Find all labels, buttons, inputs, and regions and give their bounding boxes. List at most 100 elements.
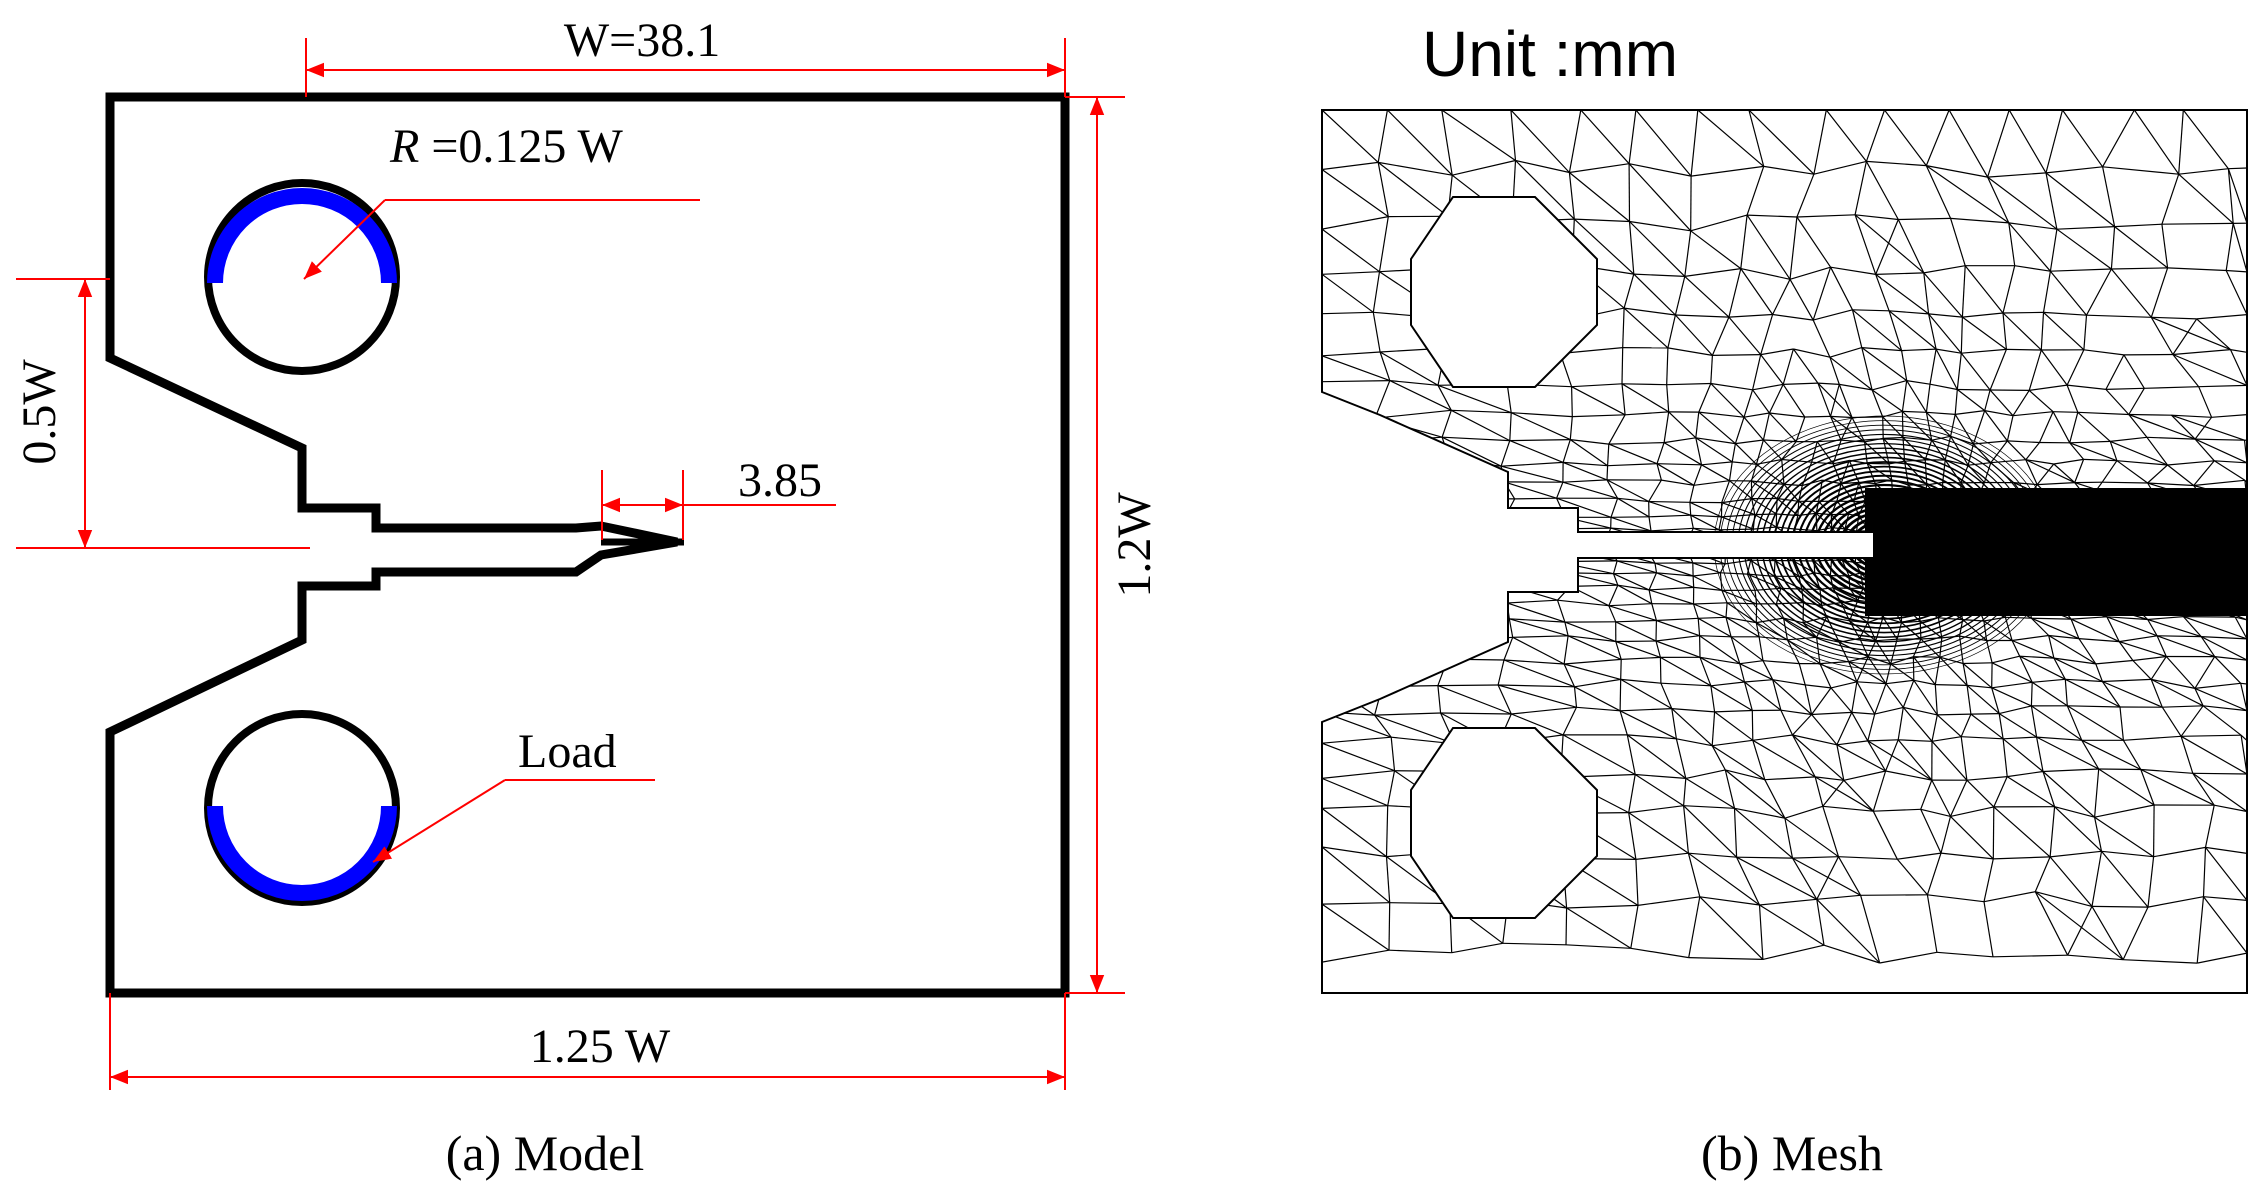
mesh-edge: [1837, 856, 1862, 896]
mesh-edge: [1511, 706, 1577, 715]
mesh-edge: [2102, 110, 2135, 168]
mesh-edge: [1739, 663, 1746, 683]
mesh-edge: [2067, 954, 2124, 961]
mesh-edge: [1998, 713, 2037, 738]
mesh-edge: [1990, 459, 2026, 464]
mesh-edge: [2003, 736, 2037, 740]
mesh-edge: [1454, 551, 1514, 554]
mesh-edge: [1628, 221, 1635, 275]
mesh-edge: [1655, 640, 1701, 658]
mesh-edge: [1934, 684, 1938, 715]
mesh-edge: [1712, 354, 1761, 356]
mesh-edge: [1983, 891, 2036, 903]
mesh-edge: [2171, 414, 2196, 440]
mesh-edge: [1856, 549, 1865, 553]
mesh-edge: [1502, 942, 1567, 946]
mesh-edge: [1322, 585, 1387, 590]
mesh-edge: [1752, 739, 1816, 778]
mesh-edge: [1961, 265, 1966, 318]
mesh-edge: [1504, 517, 1563, 530]
mesh-edge: [2171, 414, 2212, 418]
mesh-edge: [1440, 527, 1511, 531]
mesh-edge: [1437, 685, 1442, 714]
mesh-edge: [1374, 714, 1455, 745]
mesh-edge: [2147, 616, 2184, 621]
mesh-edge: [1378, 480, 1436, 485]
mesh-edge: [1504, 516, 1566, 519]
mesh-edge: [2171, 414, 2245, 441]
mesh-edge: [1730, 636, 1764, 662]
mesh-edge: [1897, 707, 1904, 740]
mesh-edge: [2078, 638, 2120, 643]
mesh-edge: [2161, 706, 2182, 737]
mesh-edge: [1999, 705, 2032, 715]
mesh-edge: [2196, 896, 2205, 964]
mesh-edge: [1948, 110, 1989, 178]
mesh-edge: [1692, 575, 1695, 588]
mesh-edge: [1504, 517, 1512, 530]
mesh-edge: [1818, 479, 1823, 502]
mesh-edge: [1816, 636, 1840, 643]
mesh-edge: [1851, 681, 1858, 713]
mesh-edge: [1726, 538, 1752, 543]
mesh-edge: [2065, 678, 2103, 683]
mesh-edge: [1610, 516, 1650, 518]
mesh-edge: [1991, 662, 2033, 683]
mesh-edge: [2147, 856, 2155, 908]
mesh-edge: [2109, 441, 2118, 461]
mesh-edge: [1687, 549, 1726, 552]
mesh-edge: [1693, 464, 1703, 486]
mesh-edge: [1890, 663, 1915, 681]
mesh-edge: [1989, 349, 2007, 391]
mesh-edge: [2077, 411, 2111, 442]
mesh-edge: [1509, 440, 1564, 463]
mesh-edge: [1925, 165, 2010, 224]
mesh-edge: [1380, 498, 1390, 515]
mesh-edge: [2030, 682, 2033, 706]
mesh-edge: [2240, 682, 2247, 685]
mesh-edge: [1373, 551, 1390, 564]
mesh-edge: [1436, 586, 1449, 603]
mesh-edge: [1743, 389, 1754, 418]
mesh-edge: [2008, 222, 2057, 230]
mesh-edge: [1819, 663, 1832, 689]
mesh-edge: [2028, 349, 2042, 391]
mesh-edge: [1832, 587, 1859, 601]
mesh-edge: [1712, 739, 1753, 747]
mesh-edge: [1812, 267, 1832, 321]
mesh-edge: [2091, 851, 2103, 907]
mesh-edge: [1791, 857, 1818, 900]
mesh-edge: [1608, 605, 1617, 623]
mesh-edge: [1497, 684, 1577, 708]
mesh-edge: [2226, 269, 2247, 273]
mesh-edge: [1322, 805, 1388, 809]
mesh-edge: [1793, 528, 1799, 543]
mesh-edge: [1854, 161, 1867, 215]
mesh-edge: [1931, 439, 1946, 461]
mesh-edge: [1441, 436, 1502, 467]
mesh-edge: [1776, 484, 1785, 499]
mesh-edge: [1322, 635, 1375, 639]
mesh-edge: [1372, 271, 1381, 313]
mesh-edge: [1620, 659, 1622, 680]
mesh-edge: [1379, 351, 1439, 386]
mesh-edge: [1823, 944, 1880, 964]
mesh-edge: [1613, 572, 1657, 575]
mesh-edge: [2054, 806, 2095, 818]
mesh-edge: [2019, 655, 2054, 659]
mesh-edge: [1612, 573, 1619, 586]
mesh-edge: [2007, 440, 2040, 444]
mesh-edge: [1377, 110, 1388, 163]
mesh-edge: [1615, 640, 1657, 643]
mesh-edge: [1568, 635, 1616, 643]
mesh-edge: [1689, 501, 1722, 518]
upper-pin-hole: [204, 179, 400, 375]
mesh-edge: [1781, 441, 1797, 460]
mesh-edge: [1612, 560, 1618, 574]
mesh-edge: [1650, 527, 1694, 532]
mesh-edge: [1635, 773, 1686, 779]
mesh-edge: [1690, 110, 1699, 177]
mesh-edge: [1987, 172, 2047, 178]
mesh-edge: [1374, 712, 1441, 716]
mesh-edge: [1605, 540, 1613, 552]
